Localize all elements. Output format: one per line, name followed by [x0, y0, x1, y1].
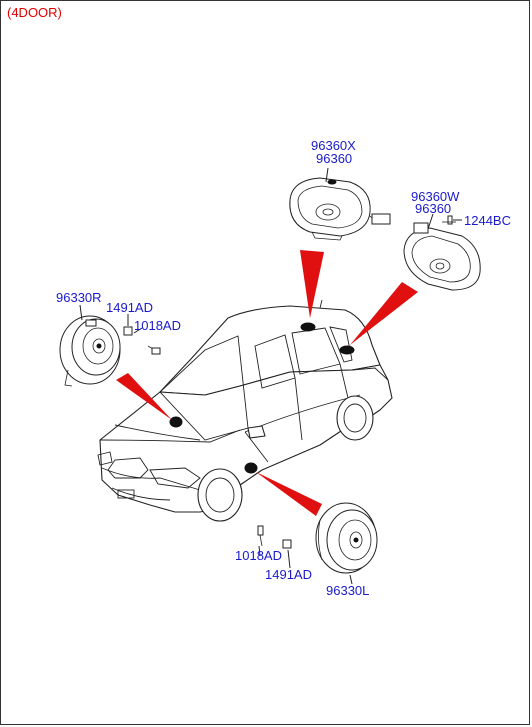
- part-number-96330l: 96330L: [326, 583, 369, 598]
- rear-speaker-oval-left: [289, 177, 391, 241]
- front-speaker-right-location: [169, 416, 183, 428]
- part-number-96360-top: 96360: [316, 151, 352, 166]
- pointer-front-right: [116, 373, 172, 420]
- front-speaker-right: [59, 315, 161, 387]
- leader-lines: [79, 167, 462, 585]
- front-speaker-left: [257, 502, 378, 574]
- pointer-rear-right: [350, 282, 418, 345]
- part-number-96330r: 96330R: [56, 290, 102, 305]
- part-number-96360x: 96360X: [311, 138, 356, 153]
- part-number-96360w: 96360W: [411, 189, 460, 204]
- rear-speaker-oval-right: [403, 215, 481, 291]
- part-number-1018ad-left: 1018AD: [235, 548, 282, 563]
- part-number-96360-right: 96360: [415, 201, 451, 216]
- rear-speaker-left-location: [300, 322, 316, 332]
- pointer-rear-left: [300, 250, 324, 318]
- part-number-1491ad-right: 1491AD: [106, 300, 153, 315]
- pointer-front-left: [256, 472, 322, 516]
- car-illustration: [97, 299, 393, 522]
- part-number-1491ad-left: 1491AD: [265, 567, 312, 582]
- front-speaker-left-location: [244, 462, 258, 474]
- part-number-labels: 96360X 96360 96360W 96360 1244BC 96330R …: [56, 138, 511, 598]
- part-number-1244bc: 1244BC: [464, 213, 511, 228]
- part-number-1018ad-right: 1018AD: [134, 318, 181, 333]
- red-pointers: [116, 250, 418, 516]
- rear-speaker-right-location: [339, 345, 355, 355]
- variant-label: (4DOOR): [7, 5, 62, 20]
